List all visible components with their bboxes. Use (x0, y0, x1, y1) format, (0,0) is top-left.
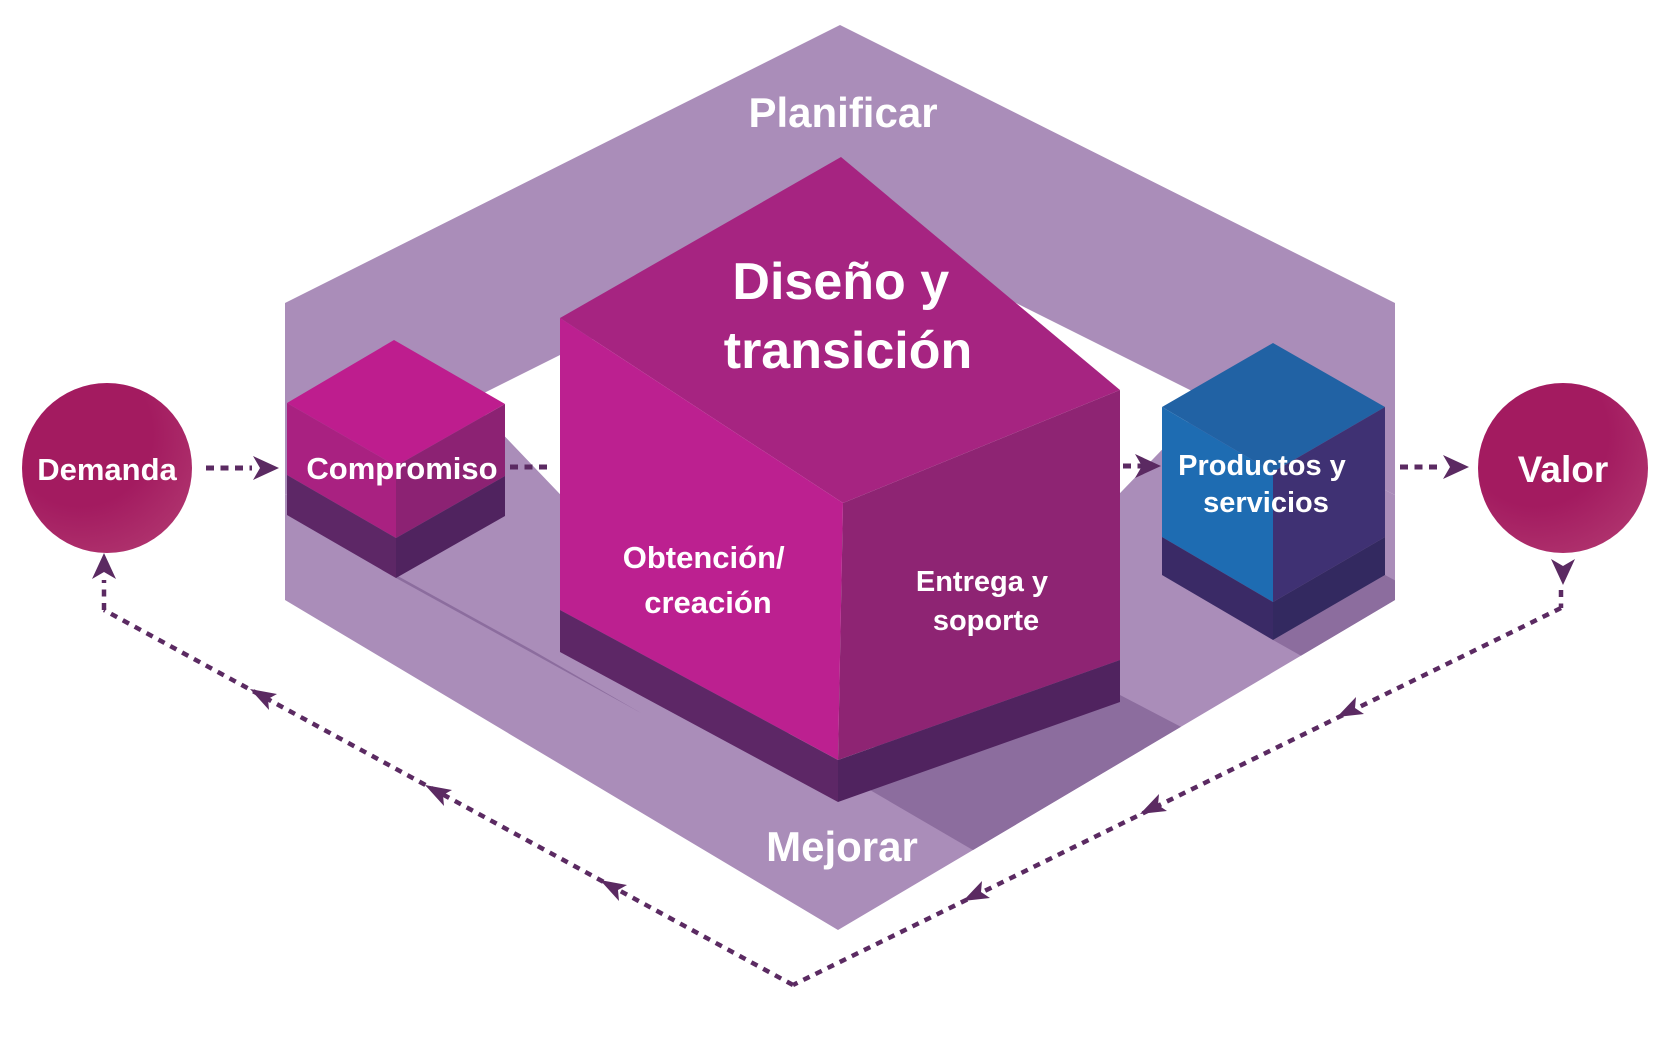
central-cube-shadow (870, 695, 1252, 867)
valor-circle (1478, 383, 1648, 553)
feedback-loop (92, 553, 1575, 988)
feedback-left-diagonal (102, 608, 795, 987)
central-cube-left-face (560, 318, 843, 760)
arrowhead-left-diag-2 (425, 785, 452, 806)
compromiso-cube-right-face (396, 404, 505, 538)
valor-node: Valor (1478, 383, 1648, 553)
arrowhead-right-diag-2 (1140, 794, 1167, 814)
central-cube: Diseño y transición Obtención/ creación … (560, 157, 1120, 802)
obtencion-creacion-label: Obtención/ creación (623, 540, 794, 620)
central-cube-base-right (838, 660, 1120, 802)
productos-cube-base-right (1273, 537, 1385, 640)
arrowhead-left-diag-3 (600, 880, 627, 901)
arrowhead-diseno-productos (1135, 454, 1161, 478)
arrowhead-productos-valor (1443, 455, 1469, 479)
arrowhead-right-diag-3 (963, 881, 990, 901)
valor-label: Valor (1518, 449, 1609, 490)
arrowhead-demanda-compromiso (253, 456, 279, 480)
demanda-node: Demanda (22, 383, 192, 553)
demanda-label: Demanda (37, 452, 177, 487)
band-label-mejorar: Mejorar (766, 823, 918, 870)
compromiso-cube-base-left (287, 475, 396, 578)
demanda-circle (22, 383, 192, 553)
flow-arrows (206, 454, 1469, 480)
diseno-transicion-label: Diseño y transición (724, 253, 973, 380)
value-chain-band-back (285, 25, 1395, 495)
arrowhead-demanda-up (92, 553, 116, 579)
entrega-soporte-label: Entrega y soporte (916, 566, 1056, 637)
productos-cube: Productos y servicios (1162, 343, 1385, 640)
productos-servicios-label: Productos y servicios (1178, 450, 1354, 519)
arrowhead-left-diag-1 (250, 689, 277, 710)
band-label-planificar: Planificar (748, 89, 937, 136)
compromiso-label: Compromiso (306, 451, 497, 486)
arrowhead-right-diag-1 (1337, 697, 1364, 717)
central-cube-base-left (560, 610, 838, 802)
productos-cube-top-face (1162, 343, 1385, 472)
central-cube-top-face (560, 157, 1120, 503)
compromiso-cube: Compromiso (287, 340, 505, 578)
compromiso-cube-left-face (287, 403, 396, 538)
arrowhead-valor-down (1551, 559, 1575, 585)
productos-cube-base-left (1162, 537, 1273, 640)
compromiso-cube-base-right (396, 476, 505, 578)
central-cube-right-face (838, 390, 1120, 760)
